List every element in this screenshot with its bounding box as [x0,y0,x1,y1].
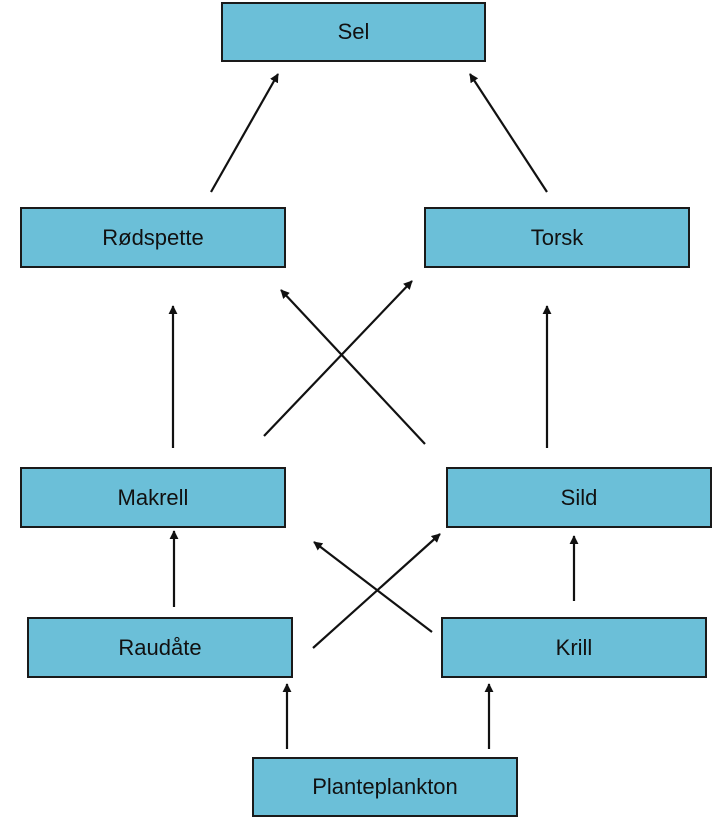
node-makrell: Makrell [20,467,286,528]
arrow-krill-to-makrell [313,541,433,633]
node-raudate-label: Raudåte [118,634,202,660]
node-sild-label: Sild [560,484,598,510]
node-torsk-label: Torsk [530,224,584,250]
arrow-makrell-to-torsk [263,280,413,437]
node-sild: Sild [446,467,712,528]
node-raudate: Raudåte [27,617,293,678]
node-rodspette: Rødspette [20,207,286,268]
node-planteplankton-label: Planteplankton [312,774,458,799]
node-torsk: Torsk [424,207,690,268]
arrow-rodspette-to-sel [210,73,279,193]
node-planteplankton: Planteplankton [252,757,518,817]
node-sel-label: Sel [337,19,370,44]
node-sel: Sel [221,2,486,62]
node-makrell-label: Makrell [117,484,189,510]
node-rodspette-label: Rødspette [102,224,204,250]
node-krill-label: Krill [555,634,593,660]
node-krill: Krill [441,617,707,678]
arrow-sild-to-rodspette [280,289,426,445]
arrow-torsk-to-sel [469,73,548,193]
